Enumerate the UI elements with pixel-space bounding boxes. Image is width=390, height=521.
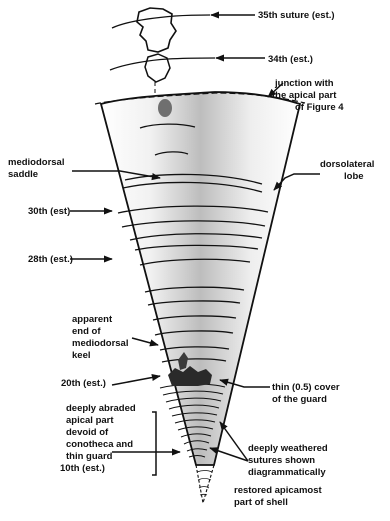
label-deeply-abraded: deeply abraded apical part devoid of con… — [66, 403, 138, 462]
label-35th-suture: 35th suture (est.) — [258, 10, 335, 21]
dark-spot — [158, 99, 172, 117]
top-fragments — [110, 8, 215, 100]
label-keel: apparent end of mediodorsal keel — [72, 314, 131, 361]
restored-apex-rings — [197, 471, 212, 496]
label-30th: 30th (est) — [28, 206, 70, 217]
label-deeply-weathered: deeply weathered sutures shown diagramma… — [248, 443, 330, 478]
label-mediodorsal-saddle: mediodorsal saddle — [8, 157, 67, 180]
label-28th: 28th (est.) — [28, 254, 73, 265]
label-10th: 10th (est.) — [60, 463, 105, 474]
label-restored-apex: restored apicamost part of shell — [234, 485, 324, 508]
label-34th-suture: 34th (est.) — [268, 54, 313, 65]
label-thin-cover: thin (0.5) cover of the guard — [272, 382, 342, 405]
label-20th: 20th (est.) — [61, 378, 106, 389]
label-dorsolateral-lobe: dorsolateral lobe — [320, 159, 377, 182]
